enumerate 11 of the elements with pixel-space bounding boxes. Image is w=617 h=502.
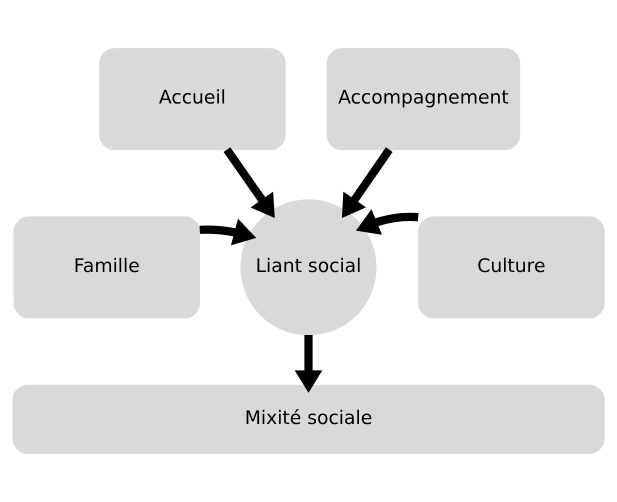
arrow xyxy=(224,147,275,218)
node-box: Accompagnement xyxy=(326,48,520,150)
node-box: Accueil xyxy=(99,48,286,150)
arrow xyxy=(200,218,256,246)
node-box: Famille xyxy=(14,216,200,318)
arrow xyxy=(342,147,393,218)
node-circle: Liant social xyxy=(240,199,377,336)
node-box: Culture xyxy=(418,216,605,318)
arrow xyxy=(356,209,418,235)
arrow xyxy=(294,335,322,393)
node-box: Mixité sociale xyxy=(12,384,605,454)
